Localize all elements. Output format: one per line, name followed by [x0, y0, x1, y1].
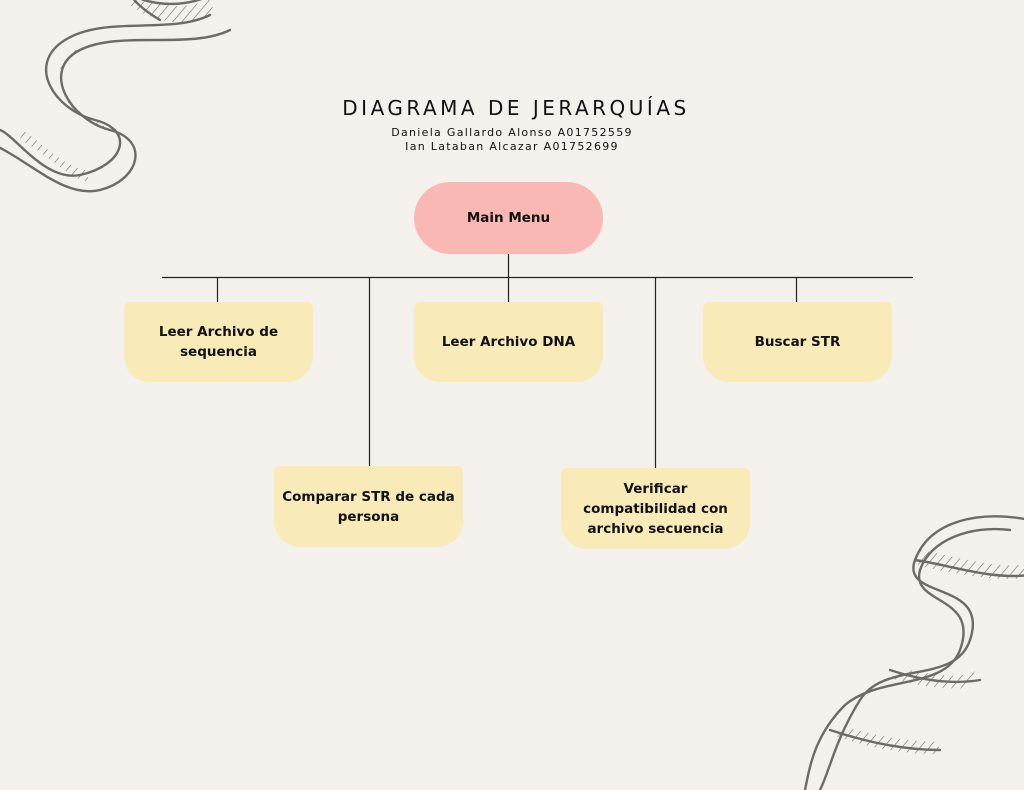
- author-line-1: Daniela Gallardo Alonso A01752559: [391, 126, 633, 139]
- node-leer-archivo-sequencia: Leer Archivo de sequencia: [124, 302, 313, 382]
- node-verificar-compatibilidad: Verificar compatibilidad con archivo sec…: [561, 468, 750, 549]
- author-line-2: Ian Lataban Alcazar A01752699: [405, 140, 619, 153]
- node-leer-archivo-dna: Leer Archivo DNA: [414, 302, 603, 382]
- dna-helix-decoration-top: [0, 0, 232, 193]
- header: DIAGRAMA DE JERARQUÍAS Daniela Gallardo …: [0, 96, 1024, 154]
- dna-helix-decoration-bottom: [803, 515, 1024, 790]
- node-buscar-str: Buscar STR: [703, 302, 892, 382]
- hierarchy-connectors: [162, 254, 913, 468]
- node-comparar-str: Comparar STR de cada persona: [274, 466, 463, 547]
- diagram-title: DIAGRAMA DE JERARQUÍAS: [342, 96, 690, 120]
- node-main-menu: Main Menu: [414, 182, 603, 254]
